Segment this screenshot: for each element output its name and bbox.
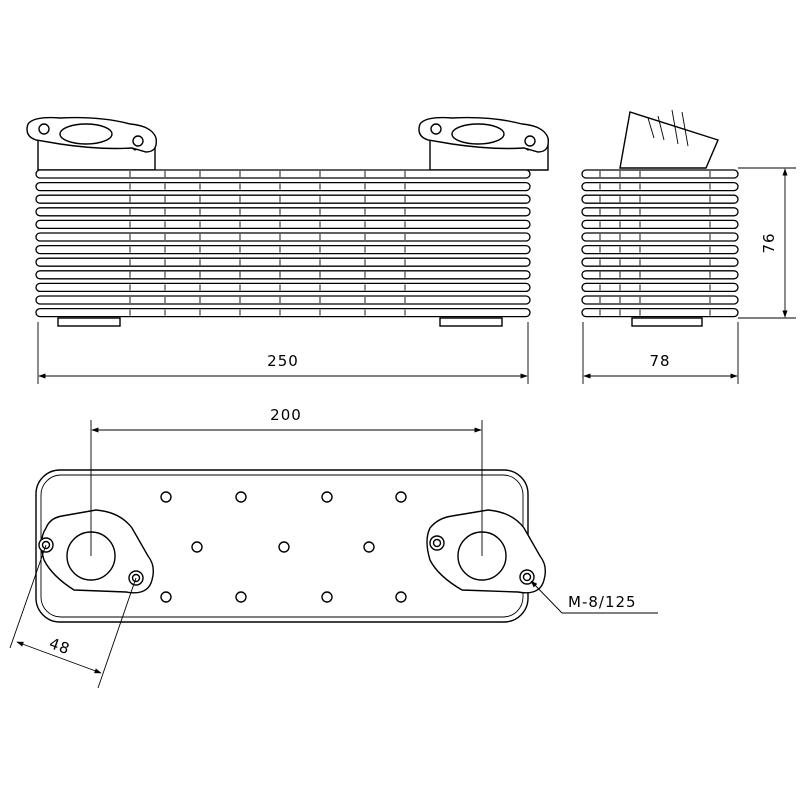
plate-hole (160, 491, 172, 503)
front-view: 250 (26, 116, 549, 384)
length-label: 250 (267, 352, 299, 370)
plate-hole (363, 541, 375, 553)
side-fin (581, 181, 739, 192)
front-fin (35, 257, 531, 267)
plate-hole (321, 491, 333, 503)
front-right-foot (439, 317, 503, 327)
front-fin (35, 232, 531, 242)
front-left-flange (26, 116, 157, 171)
flange-ext-right (97, 577, 137, 689)
front-fin-stack (35, 169, 531, 318)
side-fin (581, 244, 739, 255)
front-fin (35, 219, 531, 230)
front-fin (35, 295, 531, 305)
plate-hole (395, 491, 407, 503)
side-inlet-pipe (619, 109, 719, 169)
side-fin (581, 282, 739, 293)
side-fin-posts (599, 171, 711, 316)
side-view: 76 78 (581, 109, 796, 384)
plate-hole (235, 491, 247, 503)
thread-label: M-8/125 (568, 593, 637, 611)
side-fin (581, 307, 739, 318)
plate-hole (160, 591, 172, 603)
plate-hole (278, 541, 290, 553)
flange-ext-left (9, 544, 47, 649)
side-fin (581, 295, 739, 305)
plate-hole (191, 541, 203, 553)
front-fin (35, 194, 531, 204)
front-fin (35, 270, 531, 280)
front-fin (35, 181, 531, 192)
front-right-flange (418, 116, 549, 171)
side-fin (581, 194, 739, 204)
side-fin (581, 257, 739, 267)
top-plate-holes (160, 491, 407, 603)
thread-leader (530, 580, 563, 614)
side-fin (581, 270, 739, 280)
depth-label: 78 (649, 352, 670, 370)
front-fin (35, 169, 531, 179)
height-label: 76 (760, 232, 778, 253)
front-fin (35, 207, 531, 217)
side-fin (581, 207, 739, 217)
side-fin (581, 219, 739, 230)
side-fin-stack (581, 169, 739, 318)
plate-hole (235, 591, 247, 603)
front-fin (35, 282, 531, 293)
top-left-flange (38, 509, 155, 594)
front-fin (35, 307, 531, 318)
front-left-foot (57, 317, 121, 327)
side-fin (581, 232, 739, 242)
plate-hole (321, 591, 333, 603)
front-fin (35, 244, 531, 255)
front-fin-posts (129, 171, 406, 316)
flange-dimension-line (16, 641, 102, 674)
side-fin (581, 169, 739, 179)
spacing-label: 200 (270, 406, 302, 424)
side-foot (631, 317, 703, 327)
plate-hole (395, 591, 407, 603)
top-view: 200 48 M-8/125 (9, 406, 658, 689)
